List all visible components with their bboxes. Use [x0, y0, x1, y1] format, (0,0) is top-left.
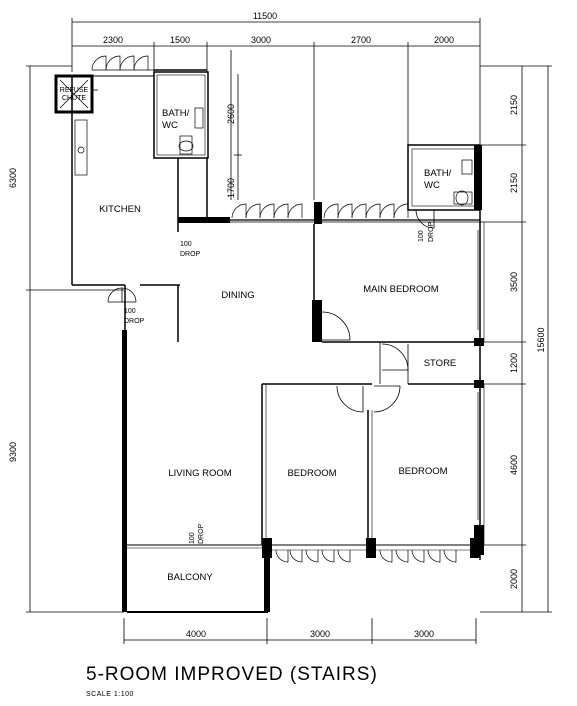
dimension-labels: 11500 2300 1500 3000 2700 2000 6300 9300… — [8, 11, 546, 639]
bath1-label-2: WC — [162, 120, 178, 131]
dim-right-3: 3500 — [509, 272, 519, 292]
drop-labels: 100 DROP 100 DROP 100 DROP 100 DROP — [124, 221, 435, 544]
bedroom-1-label: BEDROOM — [287, 468, 336, 479]
dim-right-5: 4600 — [509, 455, 519, 475]
main-bed-drop-number: 100 — [418, 230, 425, 242]
dim-right-1: 2150 — [509, 95, 519, 115]
balcony-label: BALCONY — [167, 572, 213, 583]
dim-top-total: 11500 — [253, 11, 277, 21]
dim-top-1: 2300 — [103, 35, 123, 45]
dining-label: DINING — [221, 290, 254, 301]
dim-bottom-3: 3000 — [414, 629, 434, 639]
refuse-chute-label: REFUSE — [60, 87, 89, 94]
dim-left-upper: 6300 — [8, 168, 18, 188]
fixtures — [178, 107, 473, 206]
dim-left-lower: 9300 — [8, 442, 18, 462]
dim-bottom-2: 3000 — [310, 629, 330, 639]
dim-right-6: 2000 — [509, 569, 519, 589]
right-dimension-lines — [480, 65, 552, 613]
dim-inner-bath: 2600 — [226, 104, 236, 124]
bath1-label: BATH/ — [162, 108, 190, 119]
kitchen-drop-text: DROP — [180, 251, 201, 258]
living-room-label: LIVING ROOM — [168, 468, 231, 479]
living-drop-number: 100 — [189, 532, 196, 544]
dim-top-5: 2000 — [434, 35, 454, 45]
refuse-chute-label-2: CHUTE — [62, 95, 86, 102]
main-bedroom-label: MAIN BEDROOM — [363, 284, 439, 295]
left-dimension-lines — [26, 65, 124, 613]
dim-right-2: 2150 — [509, 173, 519, 193]
dim-bottom-1: 4000 — [186, 629, 206, 639]
bath2-label-2: WC — [424, 180, 440, 191]
kitchen-drop-number: 100 — [180, 241, 192, 248]
bath2-label: BATH/ — [424, 168, 452, 179]
kitchen-label: KITCHEN — [99, 204, 141, 215]
plan-title: 5-ROOM IMPROVED (STAIRS) — [86, 664, 378, 685]
dim-top-2: 1500 — [170, 35, 190, 45]
dim-top-4: 2700 — [351, 35, 371, 45]
top-dimension-lines — [71, 18, 481, 200]
living-drop-text: DROP — [198, 523, 205, 544]
store-label: STORE — [424, 358, 457, 369]
dim-right-total: 15600 — [536, 327, 546, 352]
doors — [92, 89, 435, 413]
dim-inner-kitchen: 1700 — [226, 178, 236, 198]
room-labels: REFUSE CHUTE BATH/ WC BATH/ WC KITCHEN D… — [60, 87, 456, 583]
main-bed-drop-text: DROP — [428, 221, 435, 242]
entry-drop-text: DROP — [124, 318, 145, 325]
dim-right-4: 1200 — [509, 353, 519, 373]
entry-drop-number: 100 — [124, 308, 136, 315]
walls — [54, 69, 485, 613]
bottom-dimension-lines — [123, 618, 477, 644]
bedroom-2-label: BEDROOM — [398, 466, 447, 477]
windows — [74, 55, 480, 563]
plan-scale: SCALE 1:100 — [86, 691, 134, 698]
dim-top-3: 3000 — [251, 35, 271, 45]
